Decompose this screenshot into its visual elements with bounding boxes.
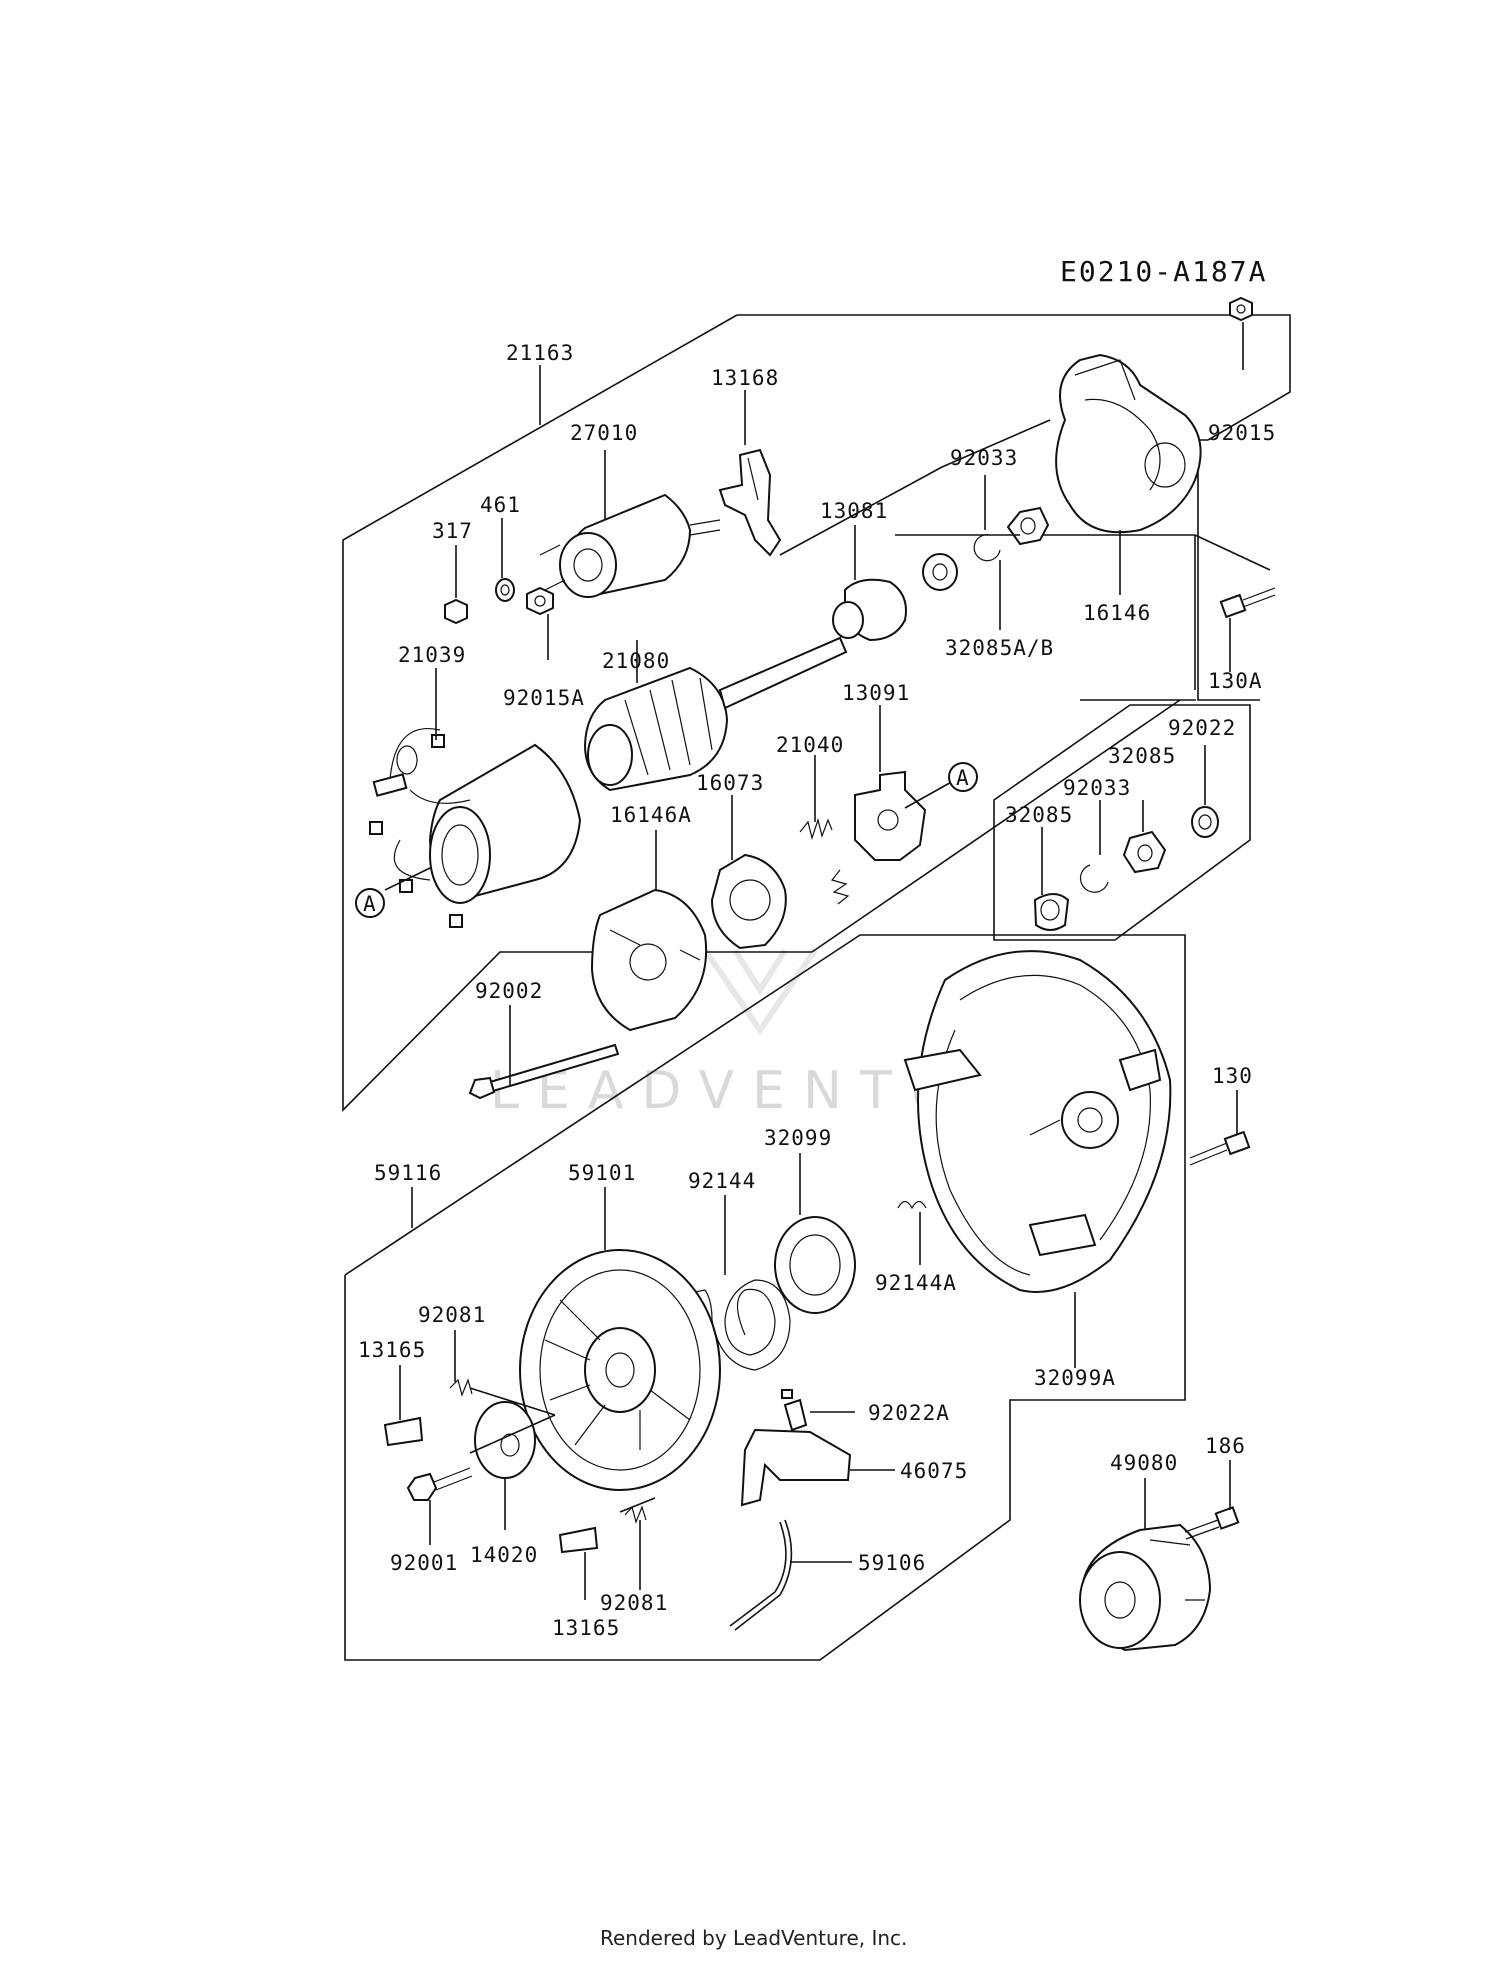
callout-32085-left: 32085 — [1005, 803, 1073, 827]
callout-92022A: 92022A — [868, 1401, 950, 1425]
washer-part-92022 — [1191, 806, 1219, 838]
starter-group-outline — [342, 314, 1291, 1112]
marker-a-left: A — [355, 888, 385, 918]
callout-92081-upper: 92081 — [418, 1303, 486, 1327]
fan-shroud-part-32099A — [903, 950, 1172, 1293]
callout-59116: 59116 — [374, 1161, 442, 1185]
marker-a-right: A — [948, 762, 978, 792]
shift-lever-part-13168 — [718, 448, 782, 557]
guide-ring-part-32099 — [774, 1216, 856, 1314]
bushing-part-32085-upper — [1006, 506, 1050, 546]
callout-130A: 130A — [1208, 669, 1263, 693]
circlip-part-92033-right — [1079, 864, 1109, 893]
callout-92033-right: 92033 — [1063, 776, 1131, 800]
callout-32085AB: 32085A/B — [945, 636, 1054, 660]
bolt-part-92001 — [406, 1467, 473, 1501]
spring-part-92144A — [897, 1200, 927, 1210]
pawl-part-13165-lower — [558, 1526, 599, 1554]
callout-92144A: 92144A — [875, 1271, 957, 1295]
callout-21039: 21039 — [398, 643, 466, 667]
callout-16146A: 16146A — [610, 803, 692, 827]
armature-bracket-lines — [779, 419, 1271, 690]
callout-21040: 21040 — [776, 733, 844, 757]
callout-92144: 92144 — [688, 1169, 756, 1193]
callout-16146: 16146 — [1083, 601, 1151, 625]
callout-46075: 46075 — [900, 1459, 968, 1483]
bolt-part-130 — [1189, 1130, 1251, 1166]
callout-92081-lower: 92081 — [600, 1591, 668, 1615]
callout-32099: 32099 — [764, 1126, 832, 1150]
pawl-part-13165-upper — [383, 1416, 424, 1447]
callout-92022: 92022 — [1168, 716, 1236, 740]
bushing-part-32085-left — [1033, 893, 1070, 931]
through-bolt-part-92002 — [468, 1043, 620, 1100]
ratchet-part-14020 — [474, 1401, 536, 1479]
pulley-part-49080 — [1079, 1523, 1212, 1652]
bolt-part-130A — [1219, 587, 1276, 619]
callout-21163: 21163 — [506, 341, 574, 365]
plate-part-16073 — [710, 853, 787, 950]
callout-13165-lower: 13165 — [552, 1616, 620, 1640]
solenoid-part-27010 — [539, 493, 721, 598]
marker-a-right-label: A — [956, 766, 970, 790]
callout-13081: 13081 — [820, 499, 888, 523]
yoke-part-21039 — [369, 728, 582, 928]
callout-92033-upper: 92033 — [950, 446, 1018, 470]
reel-part-59101 — [519, 1249, 721, 1491]
handle-part-46075 — [740, 1428, 852, 1507]
rear-housing-part-16146 — [1055, 353, 1202, 534]
brush-spring-part-21040 — [799, 817, 850, 905]
leader-lines — [384, 322, 1244, 1600]
brush-set-outline — [993, 704, 1251, 941]
rope-part-59106 — [729, 1519, 793, 1631]
front-cover-part-16146A — [590, 888, 708, 1032]
marker-a-left-label: A — [363, 892, 377, 916]
recoil-spring-part-92144 — [694, 1279, 791, 1371]
callout-92015A: 92015A — [503, 686, 585, 710]
callout-13168: 13168 — [711, 366, 779, 390]
callout-130: 130 — [1212, 1064, 1253, 1088]
nut-part-92015A — [526, 586, 554, 616]
callout-186: 186 — [1205, 1434, 1246, 1458]
callout-49080: 49080 — [1110, 1451, 1178, 1475]
callout-461: 461 — [480, 493, 521, 517]
callout-92002: 92002 — [475, 979, 543, 1003]
callout-16073: 16073 — [696, 771, 764, 795]
callout-27010: 27010 — [570, 421, 638, 445]
callout-32085-right: 32085 — [1108, 744, 1176, 768]
callout-92015: 92015 — [1208, 421, 1276, 445]
bushing-part-32085-right — [1122, 830, 1167, 874]
recoil-group-outline — [344, 934, 1186, 1661]
callout-59106: 59106 — [858, 1551, 926, 1575]
diagram-code: E0210-A187A — [1060, 255, 1267, 288]
callout-59101: 59101 — [568, 1161, 636, 1185]
callout-14020: 14020 — [470, 1543, 538, 1567]
washer-part-461 — [495, 578, 515, 602]
brush-holder-part-13091 — [854, 770, 927, 861]
nut-part-317 — [444, 598, 468, 625]
spring-part-92081-upper — [449, 1378, 473, 1397]
nut-part-92015 — [1229, 296, 1253, 322]
callout-labels: 21163 13168 27010 92015 92033 461 317 13… — [358, 341, 1276, 1640]
callout-317: 317 — [432, 519, 473, 543]
circlip-part-92033-upper — [973, 534, 1001, 562]
spring-part-92081-lower — [624, 1505, 647, 1524]
washer-part-92022A — [781, 1389, 808, 1432]
callout-21080: 21080 — [602, 649, 670, 673]
armature-part-21080 — [583, 636, 848, 792]
callout-92001: 92001 — [390, 1551, 458, 1575]
watermark-logo — [702, 948, 818, 1036]
screw-part-186 — [1184, 1506, 1240, 1540]
footer-credit: Rendered by LeadVenture, Inc. — [600, 1926, 907, 1950]
pinion-part-13081 — [832, 578, 907, 642]
callout-32099A: 32099A — [1034, 1366, 1116, 1390]
callout-13165-upper: 13165 — [358, 1338, 426, 1362]
callout-13091: 13091 — [842, 681, 910, 705]
bushing-part-32085AB — [922, 553, 958, 591]
